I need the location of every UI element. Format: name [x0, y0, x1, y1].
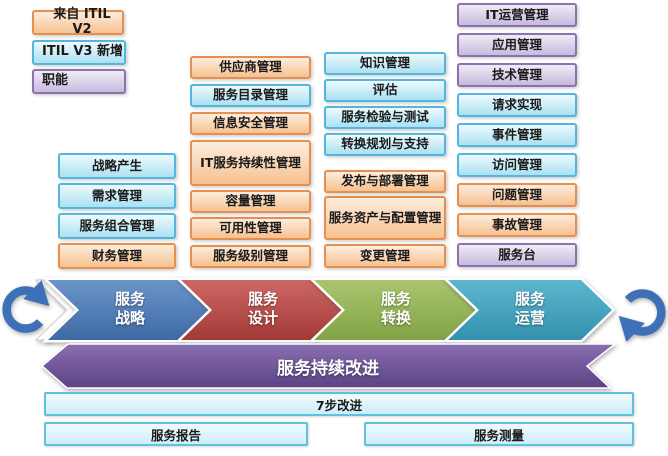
- lifecycle-flow-graphic: [2, 277, 666, 389]
- box-service-level-management: 服务级别管理: [190, 245, 311, 268]
- box-incident-management: 事故管理: [457, 213, 577, 237]
- box-strategy-generation: 战略产生: [58, 153, 176, 179]
- box-demand-management: 需求管理: [58, 183, 176, 209]
- box-transition-planning-support: 转换规划与支持: [324, 133, 446, 156]
- box-service-validation-testing: 服务检验与测试: [324, 106, 446, 129]
- box-financial-management: 财务管理: [58, 243, 176, 269]
- box-capacity-management: 容量管理: [190, 190, 311, 213]
- box-event-management: 事件管理: [457, 123, 577, 147]
- bar-service-measurement: 服务测量: [364, 422, 634, 446]
- box-availability-management: 可用性管理: [190, 217, 311, 240]
- legend-item-itil-v2: 来自 ITIL V2: [32, 7, 124, 36]
- cycle-arrow-right-icon: [618, 289, 666, 342]
- box-change-management: 变更管理: [324, 244, 446, 268]
- box-problem-management: 问题管理: [457, 183, 577, 207]
- cycle-arrow-left-icon: [2, 280, 50, 333]
- box-service-desk: 服务台: [457, 243, 577, 267]
- box-it-service-continuity-management: IT服务持续性管理: [190, 140, 311, 186]
- bar-seven-step-improvement: 7步改进: [44, 392, 634, 416]
- box-service-asset-configuration-management: 服务资产与配置管理: [324, 196, 446, 240]
- box-access-management: 访问管理: [457, 153, 577, 177]
- legend-item-itil-v3: ITIL V3 新增: [32, 40, 126, 65]
- box-information-security-management: 信息安全管理: [190, 112, 311, 135]
- box-service-portfolio-management: 服务组合管理: [58, 213, 176, 239]
- box-release-deployment-management: 发布与部署管理: [324, 170, 446, 193]
- legend-item-function: 职能: [32, 69, 126, 94]
- box-service-catalogue-management: 服务目录管理: [190, 84, 311, 107]
- bar-service-reporting: 服务报告: [44, 422, 308, 446]
- stage-chevron-service-operation: [441, 277, 616, 343]
- box-supplier-management: 供应商管理: [190, 56, 311, 79]
- box-application-management: 应用管理: [457, 33, 577, 57]
- box-technical-management: 技术管理: [457, 63, 577, 87]
- csi-arrow: [40, 343, 618, 389]
- box-request-fulfilment: 请求实现: [457, 93, 577, 117]
- box-knowledge-management: 知识管理: [324, 52, 446, 75]
- box-it-operations-management: IT运营管理: [457, 3, 577, 27]
- box-evaluation: 评估: [324, 79, 446, 102]
